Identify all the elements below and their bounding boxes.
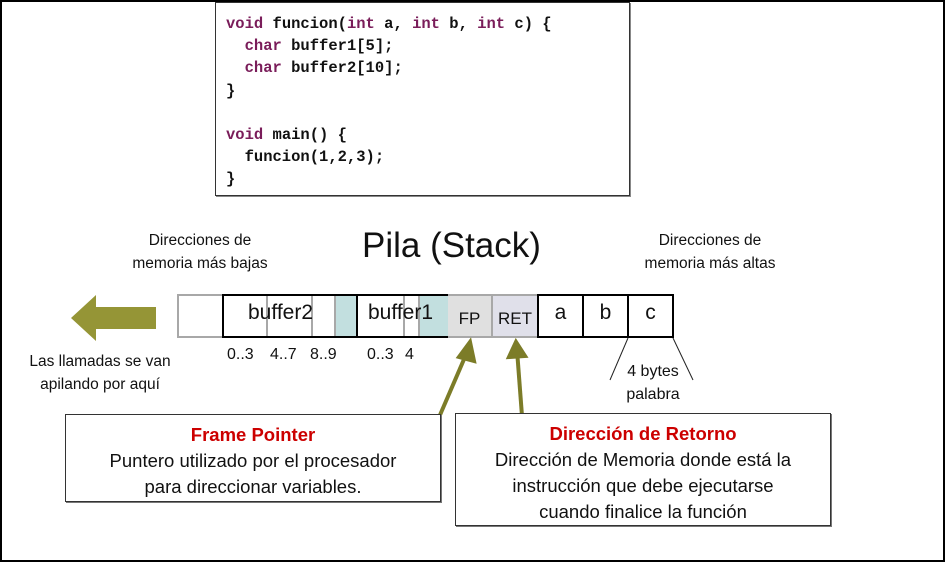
word-bracket-left-line [609,337,629,381]
ret-label: RET [498,309,532,328]
code-listing: void funcion(int a, int b, int c) { char… [226,13,552,191]
ret-arrow-head-icon [505,337,529,360]
stack-cell-buffer1-div1 [403,296,405,336]
word-size-note: 4 bytes palabra [608,360,698,406]
frame-pointer-line1: Puntero utilizado por el procesador [109,450,397,471]
code-line: char buffer1[5]; [226,35,552,57]
buffer2-index-2: 8..9 [310,346,337,363]
growth-note-line2: apilando por aquí [40,376,160,393]
high-addresses-line1: Direcciones de [658,232,762,249]
a-label: a [554,301,567,324]
code-keyword: int [477,15,506,33]
buffer2-index-0: 0..3 [227,346,254,363]
code-text: c) { [505,15,552,33]
code-keyword: int [412,15,440,33]
code-text: } [226,170,236,189]
ret-arrow-shaft [515,349,524,417]
buffer2-index-1: 4..7 [270,346,297,363]
code-keyword: void [226,126,264,145]
code-text: } [226,81,236,100]
code-line: void funcion(int a, int b, int c) { [226,13,552,35]
word-bracket-right-line [672,337,694,381]
frame-pointer-callout: Frame Pointer Puntero utilizado por el p… [65,414,441,502]
stack-cell-empty [177,294,224,338]
stack-title: Pila (Stack) [362,226,541,265]
growth-note: Las llamadas se van apilando por aquí [10,350,190,396]
fp-arrow-shaft [438,349,470,416]
stack-cell-buffer1-div2 [418,296,420,336]
code-text: a, [374,15,413,33]
stack-cell-buffer2-div2 [311,296,313,336]
word-size-bracket [609,337,694,381]
buffer1-index-1: 4 [405,346,414,363]
code-line: char buffer2[10]; [226,57,552,79]
buffer1-index-0: 0..3 [367,346,394,363]
word-size-line1: 4 bytes [627,363,679,380]
growth-note-line1: Las llamadas se van [29,353,171,370]
return-address-line2: instrucción que debe ejecutarse [512,475,774,496]
return-address-line1: Dirección de Memoria donde está la [494,449,792,470]
buffer1-label: buffer1 [368,301,433,324]
code-text: b, [439,15,478,33]
code-text: funcion(1,2,3); [226,148,385,167]
return-address-title: Dirección de Retorno [549,423,737,444]
code-text: buffer1[5]; [281,37,394,56]
code-text: buffer2[10]; [281,59,403,78]
arrow-left-shape [71,295,156,341]
code-line: } [226,80,552,102]
code-text: main() { [263,126,347,145]
return-address-line3: cuando finalice la función [539,501,747,522]
fp-label: FP [458,309,481,328]
frame-pointer-title: Frame Pointer [190,424,316,445]
code-line: funcion(1,2,3); [226,146,552,168]
fp-arrow-head-icon [455,337,477,364]
growth-direction-arrow-icon [71,295,156,341]
frame-pointer-line2: para direccionar variables. [144,476,362,497]
c-label: c [645,301,656,324]
b-label: b [599,301,612,324]
code-text: funcion( [263,15,347,33]
stack-cell-buffer2-div1 [266,296,268,336]
buffer2-label: buffer2 [248,301,313,324]
word-size-line2: palabra [626,386,680,403]
low-addresses-line1: Direcciones de [148,232,252,249]
code-keyword: int [346,15,375,33]
high-addresses-label: Direcciones de memoria más altas [620,229,800,275]
stack-cell-c: c [627,294,674,338]
stack-cell-fp: FP [448,294,493,338]
stack-cell-ret: RET [491,294,539,338]
low-addresses-line2: memoria más bajas [132,255,268,272]
code-line: void main() { [226,124,552,146]
return-address-callout: Dirección de Retorno Dirección de Memori… [455,413,831,526]
code-box: void funcion(int a, int b, int c) { char… [215,2,630,196]
low-addresses-label: Direcciones de memoria más bajas [110,229,290,275]
high-addresses-line2: memoria más altas [644,255,776,272]
code-keyword: char [244,59,282,78]
code-keyword: void [226,15,264,33]
code-keyword: char [244,37,282,56]
code-line: } [226,168,552,190]
stack-cell-buffer1-padding [418,294,448,338]
